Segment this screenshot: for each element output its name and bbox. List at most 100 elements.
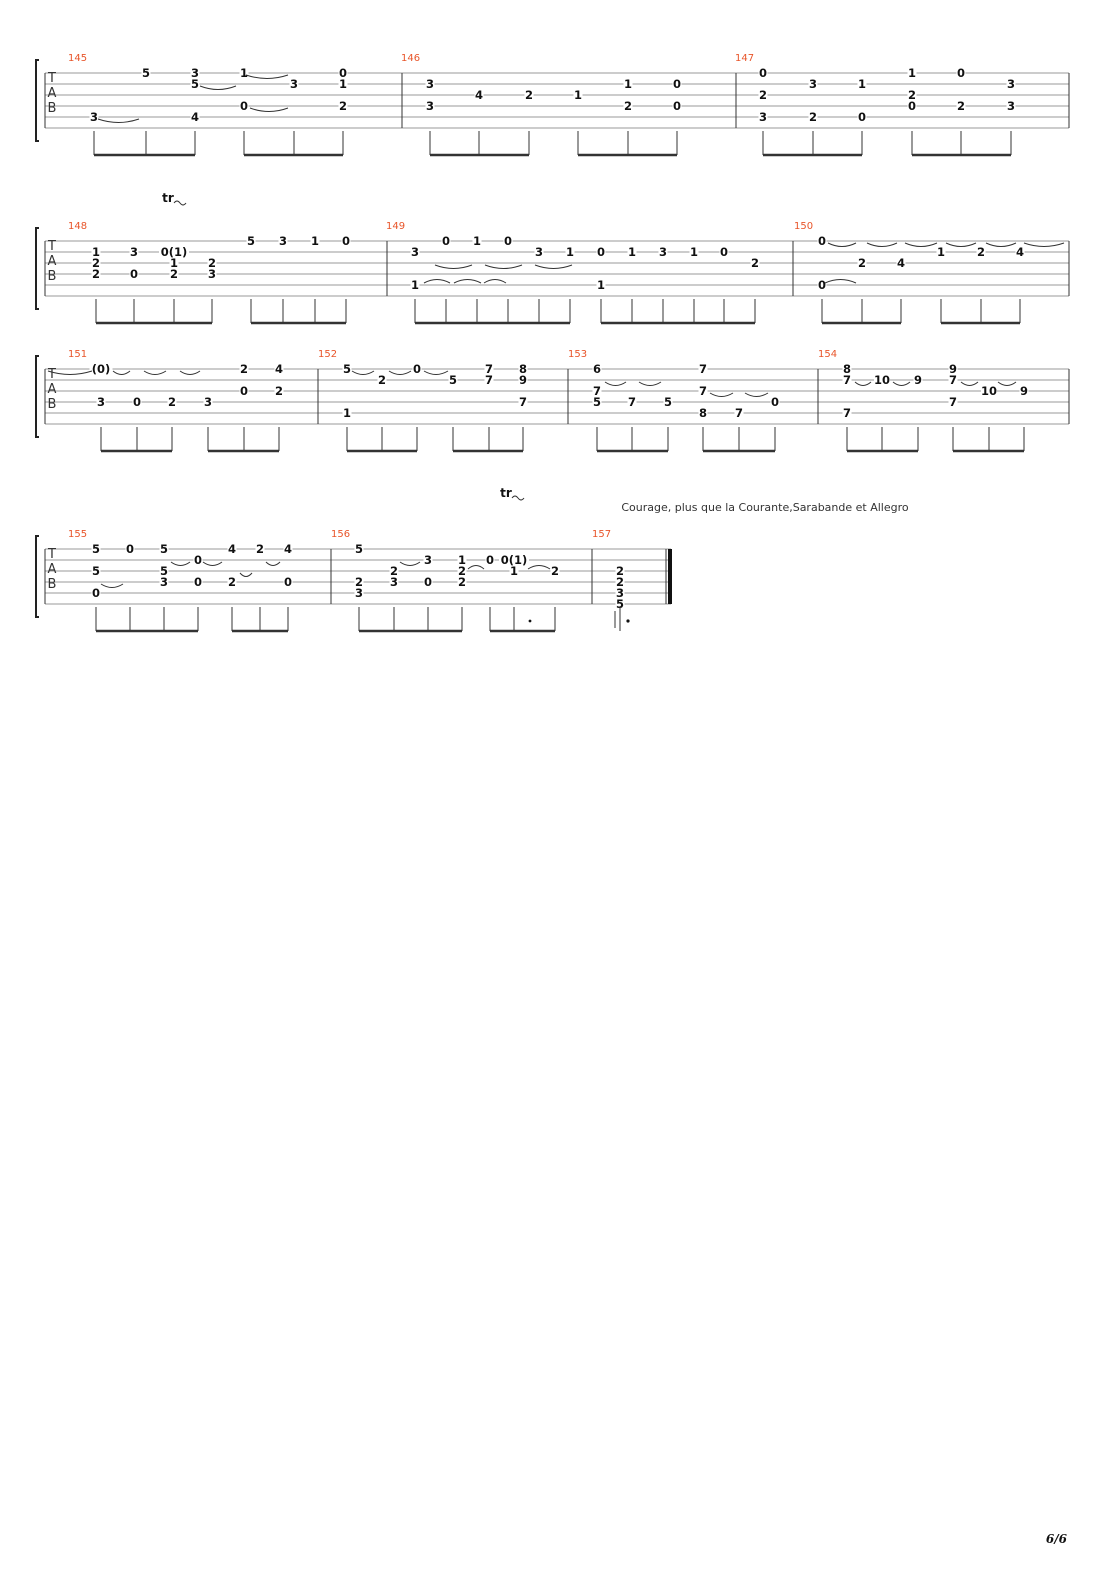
fret-mask xyxy=(89,112,99,123)
fret-number: 5 xyxy=(92,542,100,556)
fret-number: 2 xyxy=(208,256,216,270)
tie xyxy=(143,370,167,375)
fret-number: 0 xyxy=(673,77,681,91)
system-brace xyxy=(35,227,39,310)
tab-clef-letter-b: B xyxy=(48,101,57,116)
fret-mask xyxy=(518,375,528,386)
fret-number: 2 xyxy=(624,99,632,113)
fret-mask xyxy=(615,577,625,588)
fret-mask xyxy=(283,577,293,588)
tie xyxy=(1023,242,1065,247)
fret-number: 4 xyxy=(191,110,199,124)
fret-mask xyxy=(96,397,106,408)
fret-mask xyxy=(91,566,101,577)
fret-mask xyxy=(227,577,237,588)
trill-wave-icon xyxy=(173,200,187,206)
fret-number: 3 xyxy=(130,245,138,259)
fret-number: 5 xyxy=(593,395,601,409)
fret-mask xyxy=(132,397,142,408)
fret-mask xyxy=(167,397,177,408)
fret-mask xyxy=(457,566,467,577)
fret-number: 0 xyxy=(194,575,202,589)
fret-number: 0 xyxy=(342,234,350,248)
system-brace xyxy=(35,355,39,438)
system-brace xyxy=(35,535,39,618)
fret-number: 0 xyxy=(504,234,512,248)
fret-number: 9 xyxy=(949,362,957,376)
fret-number: (0) xyxy=(92,362,111,376)
tie xyxy=(434,264,473,269)
fret-mask xyxy=(278,236,288,247)
tie xyxy=(265,561,281,566)
fret-number: 3 xyxy=(809,77,817,91)
fret-number: 2 xyxy=(240,362,248,376)
fret-mask xyxy=(509,566,519,577)
fret-number: 0 xyxy=(339,66,347,80)
fret-mask xyxy=(129,247,139,258)
fret-number: 5 xyxy=(343,362,351,376)
fret-mask xyxy=(948,397,958,408)
fret-number: 2 xyxy=(92,256,100,270)
fret-number: 2 xyxy=(858,256,866,270)
tie xyxy=(249,107,289,112)
fret-mask xyxy=(550,566,560,577)
fret-number: 1 xyxy=(170,256,178,270)
fret-mask xyxy=(410,280,420,291)
tie xyxy=(423,370,449,375)
tie xyxy=(945,242,977,247)
fret-mask xyxy=(207,258,217,269)
fret-mask xyxy=(354,577,364,588)
fret-mask xyxy=(808,112,818,123)
tie xyxy=(604,381,627,386)
fret-number: 2 xyxy=(809,110,817,124)
fret-number: 6 xyxy=(593,362,601,376)
fret-mask xyxy=(239,101,249,112)
fret-number: 0 xyxy=(126,542,134,556)
measure-number: 149 xyxy=(386,221,405,232)
fret-mask xyxy=(770,397,780,408)
tie xyxy=(423,279,451,284)
fret-mask xyxy=(1015,247,1025,258)
tie xyxy=(827,242,857,247)
fret-mask xyxy=(913,375,923,386)
fret-mask xyxy=(91,247,101,258)
tie xyxy=(199,85,237,90)
fret-number: 2 xyxy=(977,245,985,259)
trill-wave-icon xyxy=(511,495,525,501)
fret-mask xyxy=(341,236,351,247)
fret-number: 5 xyxy=(142,66,150,80)
fret-mask xyxy=(159,566,169,577)
fret-number: 0 xyxy=(442,234,450,248)
fret-mask xyxy=(484,364,494,375)
fret-number: 8 xyxy=(699,406,707,420)
fret-mask xyxy=(857,112,867,123)
fret-number: 3 xyxy=(191,66,199,80)
fret-number: 0 xyxy=(424,575,432,589)
fret-mask xyxy=(354,588,364,599)
fret-number: 5 xyxy=(616,597,624,611)
fret-mask xyxy=(592,397,602,408)
fret-number: 1 xyxy=(597,278,605,292)
fret-number: 2 xyxy=(957,99,965,113)
tie xyxy=(170,561,191,566)
fret-number: 3 xyxy=(97,395,105,409)
fret-mask xyxy=(342,408,352,419)
fret-mask xyxy=(907,90,917,101)
fret-mask xyxy=(698,408,708,419)
tie xyxy=(388,370,412,375)
fret-mask xyxy=(734,408,744,419)
fret-mask xyxy=(503,236,513,247)
fret-mask xyxy=(190,112,200,123)
fret-mask xyxy=(627,397,637,408)
fret-mask xyxy=(817,280,827,291)
tie xyxy=(97,118,140,123)
page-number: 6/6 xyxy=(1046,1532,1068,1546)
